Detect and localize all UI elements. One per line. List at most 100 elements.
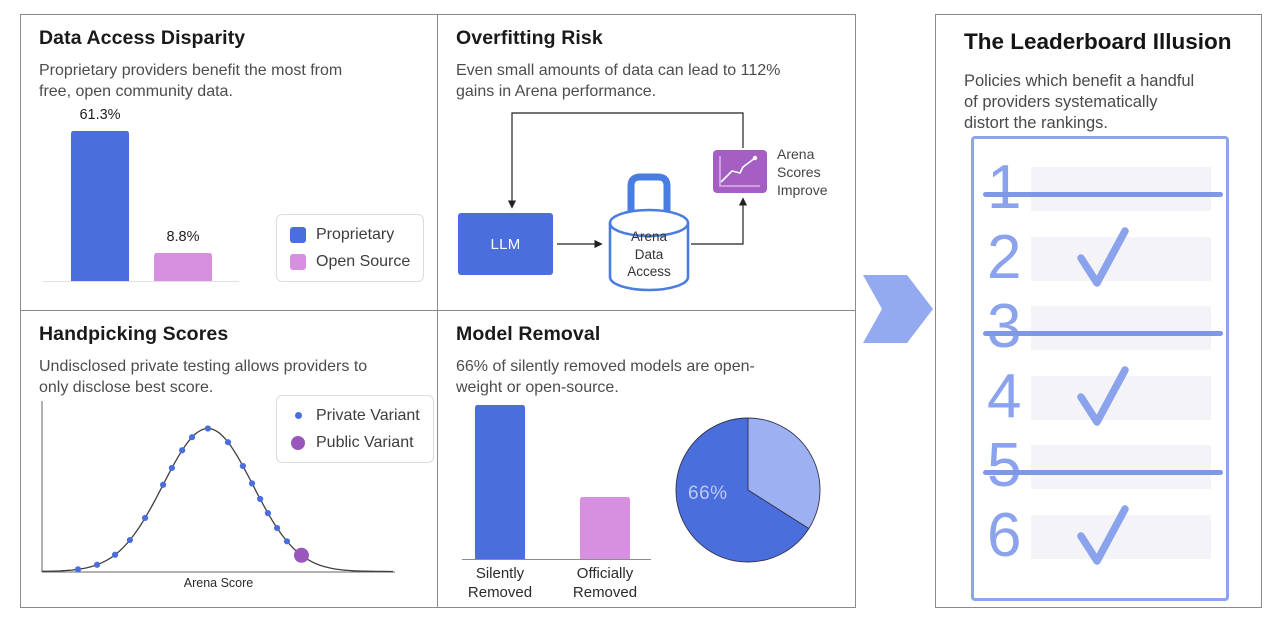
private-variant-point xyxy=(126,536,133,544)
square-marker xyxy=(290,226,306,243)
rank-number: 3 xyxy=(987,292,1022,361)
score-band xyxy=(1031,445,1211,489)
dot-marker xyxy=(291,435,305,450)
strikethrough-line xyxy=(983,331,1223,336)
score-band xyxy=(1031,306,1211,350)
bar-silently-removed xyxy=(475,405,525,559)
rank-number: 6 xyxy=(987,500,1022,570)
x-axis-label: Arena Score xyxy=(183,576,254,590)
score-chart-icon-endpoint xyxy=(752,155,758,161)
private-variant-point xyxy=(93,561,101,568)
private-variant-point xyxy=(273,524,281,532)
private-variant-point xyxy=(141,514,149,522)
strikethrough-line xyxy=(983,192,1223,197)
leaderboard-row: 1 xyxy=(983,153,1223,222)
legend-label: Open Source xyxy=(316,253,411,270)
panel-model-removal: Model Removal 66% of silently removed mo… xyxy=(438,311,855,607)
strikethrough-line xyxy=(983,470,1223,475)
panel-handpicking-scores: Handpicking Scores Undisclosed private t… xyxy=(21,311,438,607)
feedback-loop-arrow xyxy=(507,112,744,209)
dot-marker xyxy=(294,412,302,419)
private-variant-point xyxy=(74,566,82,573)
panel-overfitting-risk: Overfitting Risk Even small amounts of d… xyxy=(438,15,855,311)
score-distribution-chart xyxy=(41,401,395,573)
private-variant-point xyxy=(159,481,167,488)
data-to-scores-arrow xyxy=(691,197,748,245)
bar-officially-removed xyxy=(580,497,630,559)
panel-subtitle: Undisclosed private testing allows provi… xyxy=(39,358,368,396)
panel-leaderboard-illusion: The Leaderboard Illusion Policies which … xyxy=(935,14,1262,608)
panel-title: Model Removal xyxy=(456,323,601,345)
bar-chart-model-removal: Silently Removed Officially Removed xyxy=(438,311,855,607)
checkmark-icon xyxy=(1077,226,1129,287)
legend-item: Private Variant xyxy=(290,407,420,424)
legend-item: Proprietary xyxy=(290,226,410,243)
private-variant-point xyxy=(204,425,212,432)
panel-title: Data Access Disparity xyxy=(39,27,246,49)
legend-label: Public Variant xyxy=(316,434,414,451)
panel-subtitle: Proprietary providers benefit the most f… xyxy=(39,62,343,100)
bar-category-label: Officially Removed xyxy=(572,565,638,601)
panel-subtitle: 66% of silently removed models are open-… xyxy=(456,358,755,396)
rank-number: 4 xyxy=(987,361,1022,431)
legend-item: Open Source xyxy=(290,253,410,270)
square-marker xyxy=(290,253,306,270)
bar-chart-data-access: 61.3% 8.8% xyxy=(21,15,437,310)
checkmark-icon xyxy=(1077,365,1129,426)
private-variant-point xyxy=(239,462,246,470)
score-chart-icon-axes xyxy=(719,156,760,187)
chevron-right-icon xyxy=(863,275,933,343)
leaderboard-row: 4 xyxy=(987,361,1217,431)
rank-number: 5 xyxy=(987,431,1022,500)
pie-chart-removal xyxy=(675,417,821,563)
legend-marker-wrap xyxy=(290,226,306,243)
private-variant-point xyxy=(264,510,272,517)
private-variant-point xyxy=(257,495,264,503)
private-variant-point xyxy=(168,464,176,472)
bar-open-source xyxy=(154,253,212,281)
conclusion-subtitle: Policies which benefit a handful of prov… xyxy=(964,72,1195,132)
rank-number: 2 xyxy=(987,222,1022,292)
private-variant-point xyxy=(283,538,291,545)
pie-slice-silent xyxy=(675,417,810,563)
arena-scores-improve-label: Arena Scores Improve xyxy=(777,146,828,198)
private-variant-point xyxy=(188,434,196,441)
rank-number: 1 xyxy=(987,153,1022,222)
evidence-grid: Data Access Disparity Proprietary provid… xyxy=(20,14,856,608)
checkmark-icon xyxy=(1077,504,1129,565)
legend-label: Private Variant xyxy=(316,407,420,424)
panel-subtitle: Even small amounts of data can lead to 1… xyxy=(456,62,781,100)
panel-title: Overfitting Risk xyxy=(456,27,603,49)
private-variant-point xyxy=(224,439,232,446)
score-chart-icon-trendline xyxy=(720,157,756,183)
legend-label: Proprietary xyxy=(316,226,395,243)
panel-title: Handpicking Scores xyxy=(39,323,229,345)
leaderboard-row: 5 xyxy=(983,431,1223,500)
private-variant-point xyxy=(248,480,256,487)
private-variant-point xyxy=(179,447,186,454)
bar-category-label: Silently Removed xyxy=(467,565,533,601)
database-cylinder-body xyxy=(608,223,690,292)
bar-value-label: 8.8% xyxy=(166,229,200,245)
x-axis-line xyxy=(462,559,651,560)
leaderboard-row: 3 xyxy=(983,292,1223,361)
bar-value-label: 61.3% xyxy=(79,107,121,123)
legend-marker-wrap xyxy=(290,408,306,424)
feedback-loop-diagram xyxy=(458,112,767,292)
panel-data-access-disparity: Data Access Disparity Proprietary provid… xyxy=(21,15,438,311)
leaderboard-row: 2 xyxy=(987,222,1217,292)
llm-box xyxy=(458,213,553,275)
x-axis-line xyxy=(43,281,239,282)
pie-slice-label: 66% xyxy=(688,483,728,504)
database-handle xyxy=(627,173,671,221)
page-title: The Leaderboard Illusion xyxy=(964,29,1232,54)
arena-data-access-label: Arena Data Access xyxy=(627,229,671,279)
legend-item: Public Variant xyxy=(290,434,420,451)
private-variant-point xyxy=(111,551,119,558)
legend-marker-wrap xyxy=(290,253,306,270)
public-variant-point xyxy=(293,547,309,563)
